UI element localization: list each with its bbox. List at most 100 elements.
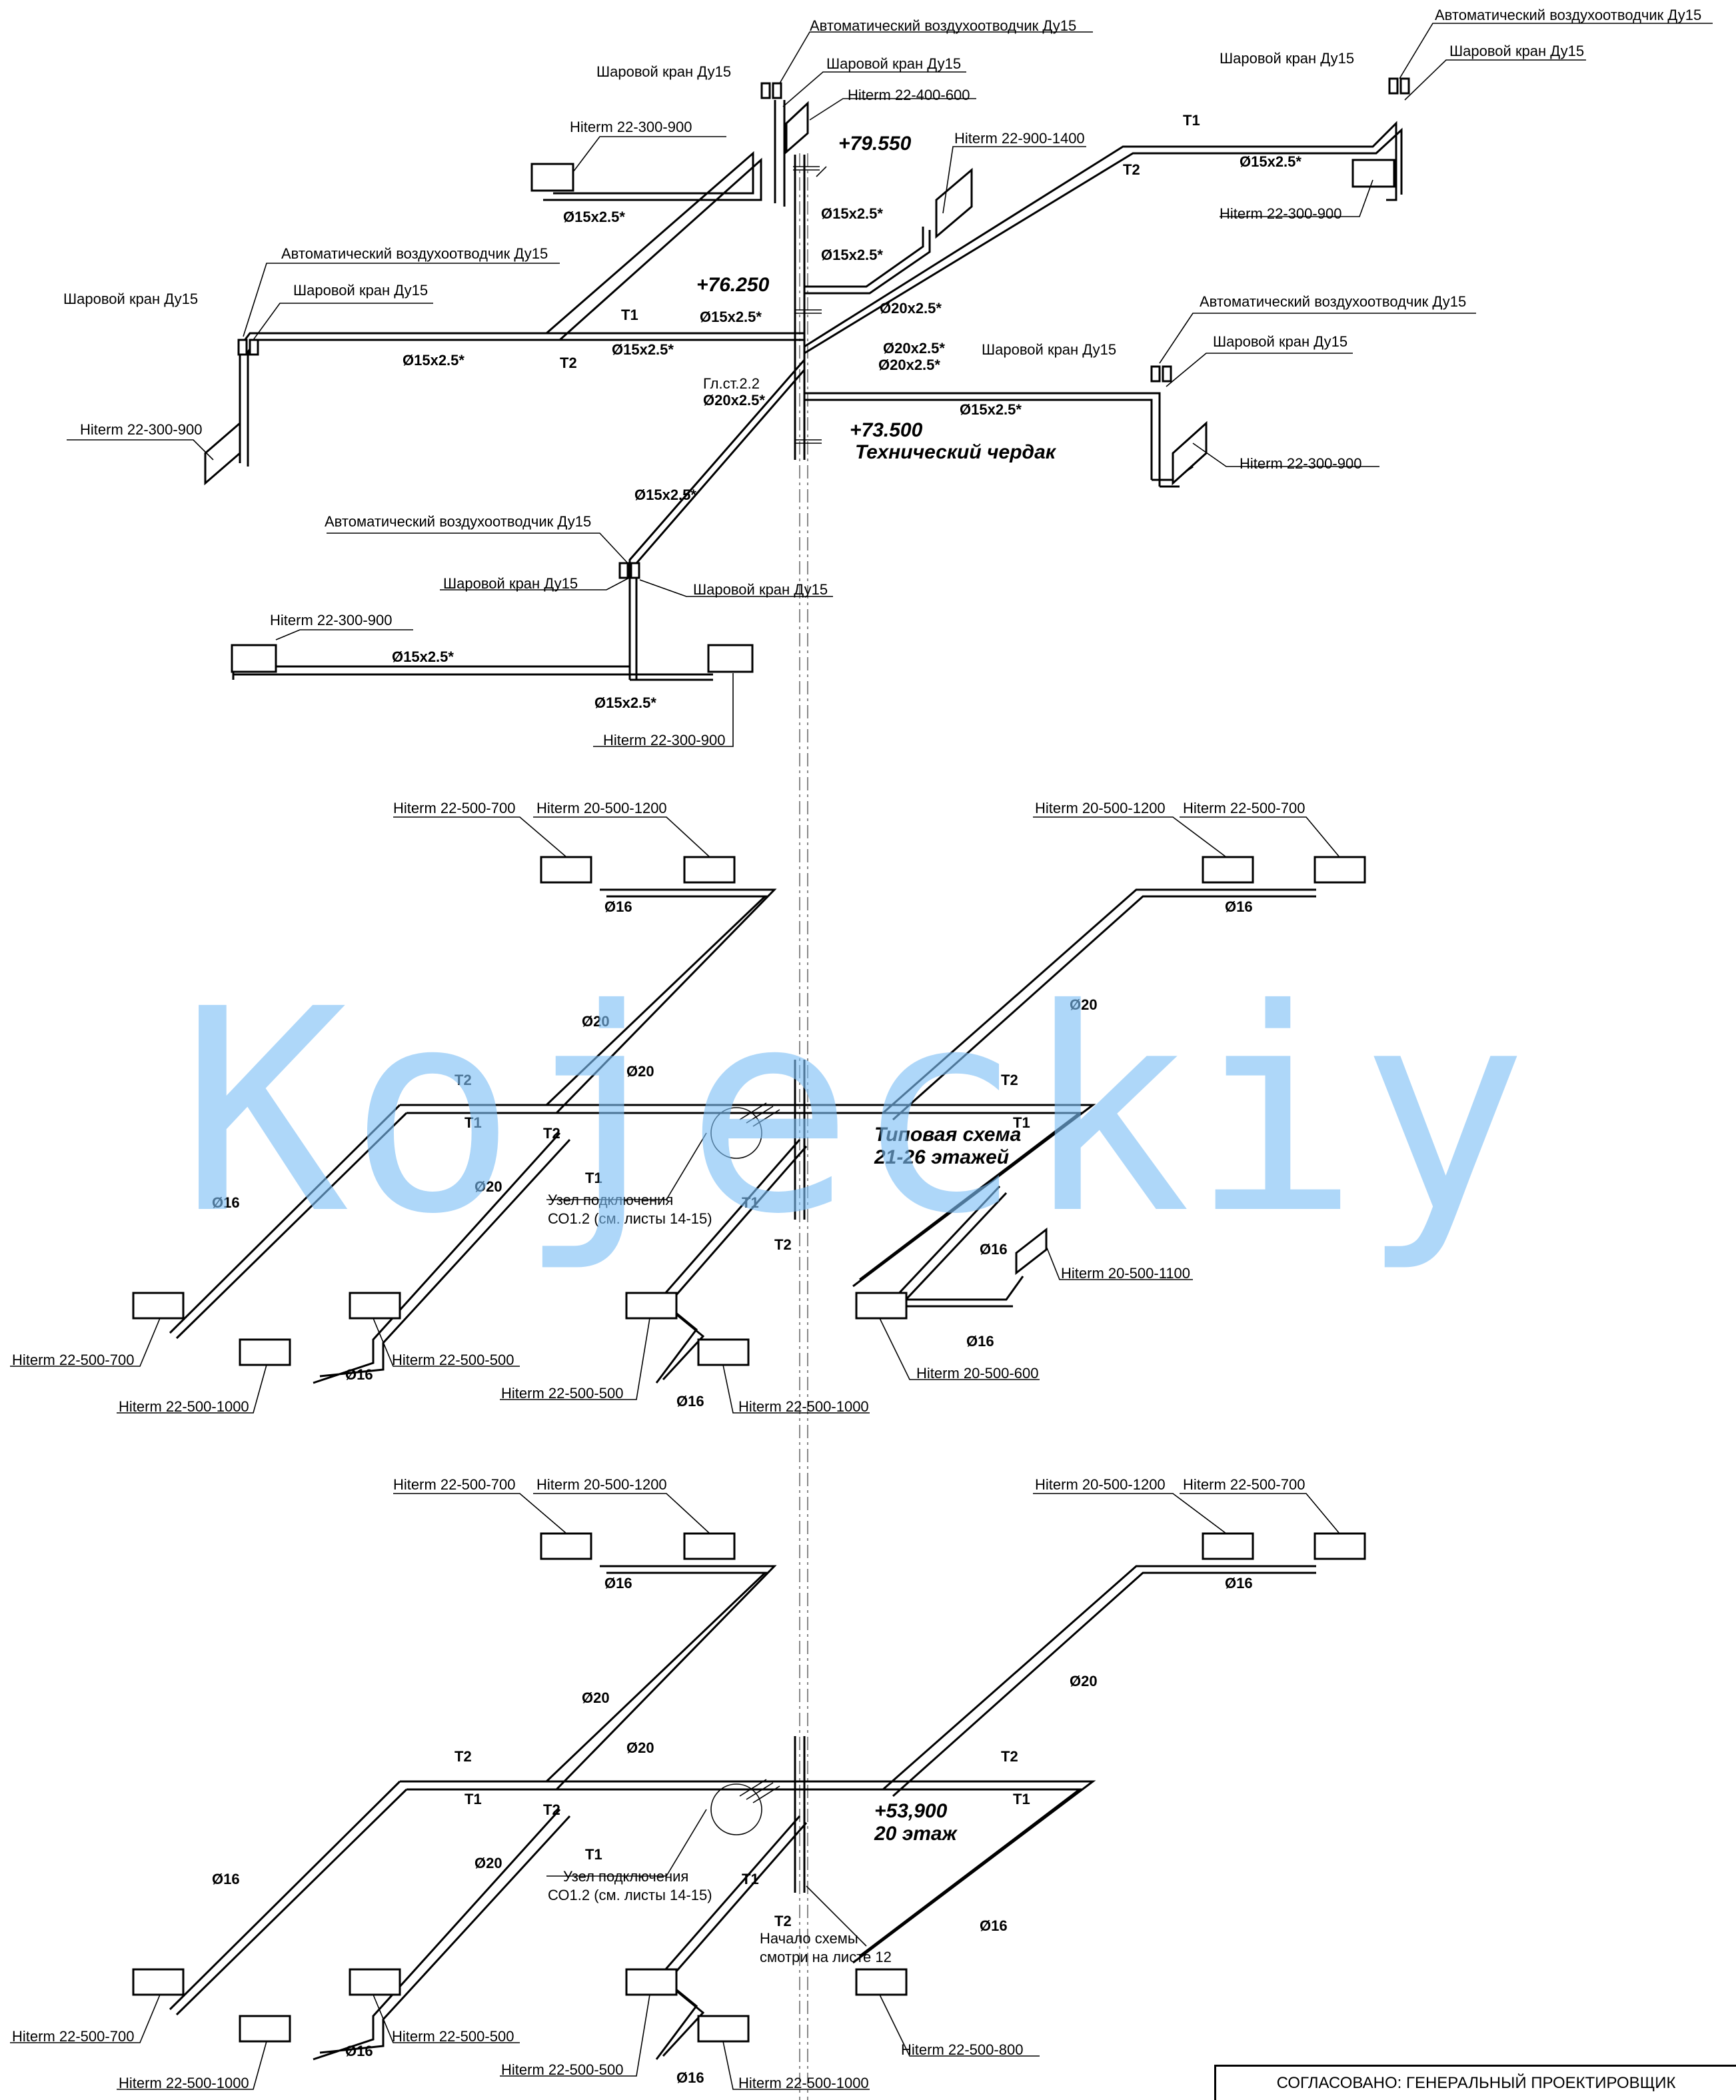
pipe-diameter-label: Ø20: [582, 1689, 610, 1706]
level-mark: +79.550: [838, 133, 912, 155]
radiator-icon: [1202, 856, 1254, 884]
floor20-section: [10, 1493, 1366, 2090]
pipe-diameter-label: Ø20x2.5*: [883, 340, 945, 357]
pipe-t1-label: T1: [585, 1170, 602, 1186]
radiator-icon: [540, 1532, 592, 1560]
level-caption: Технический чердак: [855, 441, 1057, 463]
attic-section: [67, 23, 1713, 747]
radiator-label: Hiterm 22-500-500: [501, 2061, 623, 2078]
pipe-t1-label: T1: [464, 1114, 482, 1131]
pipe-diameter-label: Ø16: [345, 2043, 373, 2059]
pipe-diameter-label: Ø20: [626, 1739, 654, 1756]
floor-label: 20 этаж: [874, 1823, 958, 1845]
radiator-label: Hiterm 20-500-1200: [536, 800, 667, 816]
radiator-icon: [1313, 1532, 1366, 1560]
pipe-diameter-label: Ø16: [980, 1917, 1008, 1934]
pipe-diameter-label: Ø16: [676, 1393, 704, 1410]
radiator-icon: [239, 2015, 291, 2043]
radiator-label: Hiterm 22-500-1000: [119, 1398, 249, 1415]
pipe-diameter-label: Ø16: [1225, 1575, 1253, 1591]
air-vent-icon: [1150, 365, 1172, 383]
ball-valve-label: Шаровой кран Ду15: [293, 282, 428, 299]
radiator-label: Hiterm 22-500-500: [392, 1352, 514, 1368]
pipe-t1-label: T1: [742, 1871, 759, 1887]
level-mark: +53,900: [874, 1800, 948, 1822]
pipe-t2-label: T2: [560, 355, 577, 371]
air-vent-icon: [760, 82, 782, 99]
pipe-t2-label: T2: [1123, 161, 1140, 178]
pipe-diameter-label: Ø20: [626, 1063, 654, 1080]
radiator-label: Hiterm 22-500-500: [392, 2028, 514, 2045]
radiator-icon: [1172, 421, 1208, 486]
pipe-diameter-label: Ø20: [1070, 1673, 1098, 1689]
radiator-icon: [132, 1968, 185, 1996]
air-vent-icon: [1388, 77, 1410, 95]
radiator-icon: [697, 2015, 750, 2043]
level-mark: +73.500: [850, 419, 923, 441]
pipe-diameter-label: Ø15x2.5*: [634, 487, 696, 503]
pipe-diameter-label: Ø15x2.5*: [700, 309, 762, 325]
pipe-diameter-label: Ø20: [582, 1013, 610, 1030]
radiator-icon: [785, 101, 809, 155]
radiator-icon: [683, 856, 736, 884]
riser-label: Гл.ст.2.2: [703, 375, 760, 392]
level-mark: +76.250: [696, 274, 770, 296]
pipe-diameter-label: Ø15x2.5*: [403, 352, 464, 369]
pipe-diameter-label: Ø15x2.5*: [960, 401, 1022, 418]
node-ref-label: СО1.2 (см. листы 14-15): [548, 1887, 712, 1903]
pipe-diameter-label: Ø15x2.5*: [392, 648, 454, 665]
pipe-diameter-label: Ø20x2.5*: [703, 392, 765, 409]
pipe-diameter-label: Ø20: [474, 1855, 502, 1871]
radiator-icon: [855, 1968, 908, 1996]
radiator-icon: [1313, 856, 1366, 884]
pipe-diameter-label: Ø16: [604, 1575, 632, 1591]
approval-stamp: СОГЛАСОВАНО: ГЕНЕРАЛЬНЫЙ ПРОЕКТИРОВЩИК: [1214, 2065, 1736, 2100]
pipe-diameter-label: Ø16: [212, 1194, 240, 1211]
pipe-t1-label: T1: [585, 1846, 602, 1863]
air-vent-label: Автоматический воздухоотводчик Ду15: [810, 17, 1076, 34]
radiator-icon: [239, 1338, 291, 1366]
radiator-icon: [935, 167, 973, 239]
pipe-t1-label: T1: [742, 1194, 759, 1211]
pipe-diameter-label: Ø20x2.5*: [880, 300, 942, 317]
radiator-label: Hiterm 22-500-700: [12, 2028, 134, 2045]
radiator-icon: [625, 1968, 678, 1996]
node-ref-label: СО1.2 (см. листы 14-15): [548, 1210, 712, 1227]
pipe-t2-label: T2: [774, 1236, 792, 1253]
pipe-diameter-label: Ø20: [474, 1178, 502, 1195]
ball-valve-label: Шаровой кран Ду15: [596, 63, 731, 80]
radiator-icon: [683, 1532, 736, 1560]
ball-valve-label: Шаровой кран Ду15: [63, 291, 198, 307]
radiator-label: Hiterm 22-500-700: [393, 1476, 515, 1493]
air-vent-label: Автоматический воздухоотводчик Ду15: [1435, 7, 1701, 23]
radiator-label: Hiterm 22-500-500: [501, 1385, 623, 1402]
radiator-icon: [349, 1968, 401, 1996]
scheme-floors: 21-26 этажей: [874, 1146, 1009, 1168]
radiator-icon: [855, 1292, 908, 1320]
ball-valve-label: Шаровой кран Ду15: [982, 341, 1116, 358]
radiator-label: Hiterm 22-400-600: [848, 87, 970, 103]
radiator-label: Hiterm 20-500-600: [916, 1365, 1038, 1382]
radiator-icon: [1015, 1227, 1048, 1276]
start-note: смотри на листе 12: [760, 1949, 892, 1965]
pipe-diameter-label: Ø16: [1225, 898, 1253, 915]
ball-valve-label: Шаровой кран Ду15: [1449, 43, 1584, 59]
air-vent-label: Автоматический воздухоотводчик Ду15: [325, 513, 591, 530]
air-vent-label: Автоматический воздухоотводчик Ду15: [1200, 293, 1466, 310]
pipe-t1-label: T1: [1183, 112, 1200, 129]
radiator-label: Hiterm 22-500-800: [901, 2041, 1023, 2058]
radiator-icon: [707, 644, 754, 673]
pipe-diameter-label: Ø16: [345, 1366, 373, 1383]
ball-valve-label: Шаровой кран Ду15: [826, 55, 961, 72]
pipe-diameter-label: Ø15x2.5*: [594, 694, 656, 711]
pipe-t1-label: T1: [1013, 1791, 1030, 1807]
pipe-diameter-label: Ø16: [966, 1333, 994, 1350]
radiator-label: Hiterm 22-300-900: [1220, 205, 1341, 222]
pipe-t2-label: T2: [1001, 1748, 1018, 1765]
pipe-diameter-label: Ø15x2.5*: [821, 247, 883, 263]
radiator-icon: [132, 1292, 185, 1320]
radiator-icon: [625, 1292, 678, 1320]
radiator-icon: [1351, 159, 1395, 188]
radiator-label: Hiterm 22-500-700: [1183, 1476, 1305, 1493]
